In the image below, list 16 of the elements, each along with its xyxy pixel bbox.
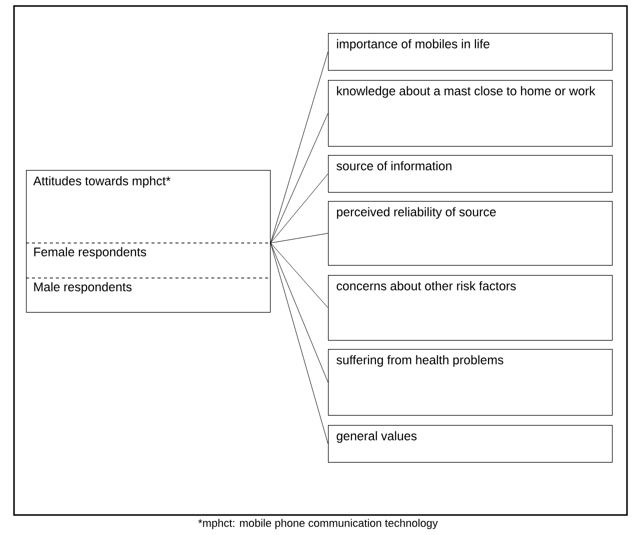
connector-line [270, 233, 328, 244]
factor-box: suffering from health problems [328, 348, 613, 416]
category-box: Attitudes towards mphct* Female respondents Male respondents [26, 170, 271, 313]
factor-box: knowledge about a mast close to home or work [328, 80, 613, 147]
factor-box: source of information [328, 154, 613, 193]
caption: *mphct: mobile phone communication technology [198, 518, 438, 530]
connector-line [270, 52, 328, 244]
factor-box: perceived reliability of source [328, 200, 613, 266]
connector-line [270, 242, 328, 383]
factor-box: general values [328, 424, 613, 463]
connector-line [270, 242, 328, 444]
connector-line [270, 242, 328, 308]
connector-line [270, 174, 328, 244]
factor-box: concerns about other risk factors [328, 274, 613, 341]
connector-line [270, 113, 328, 244]
factor-box: importance of mobiles in life [328, 33, 613, 71]
